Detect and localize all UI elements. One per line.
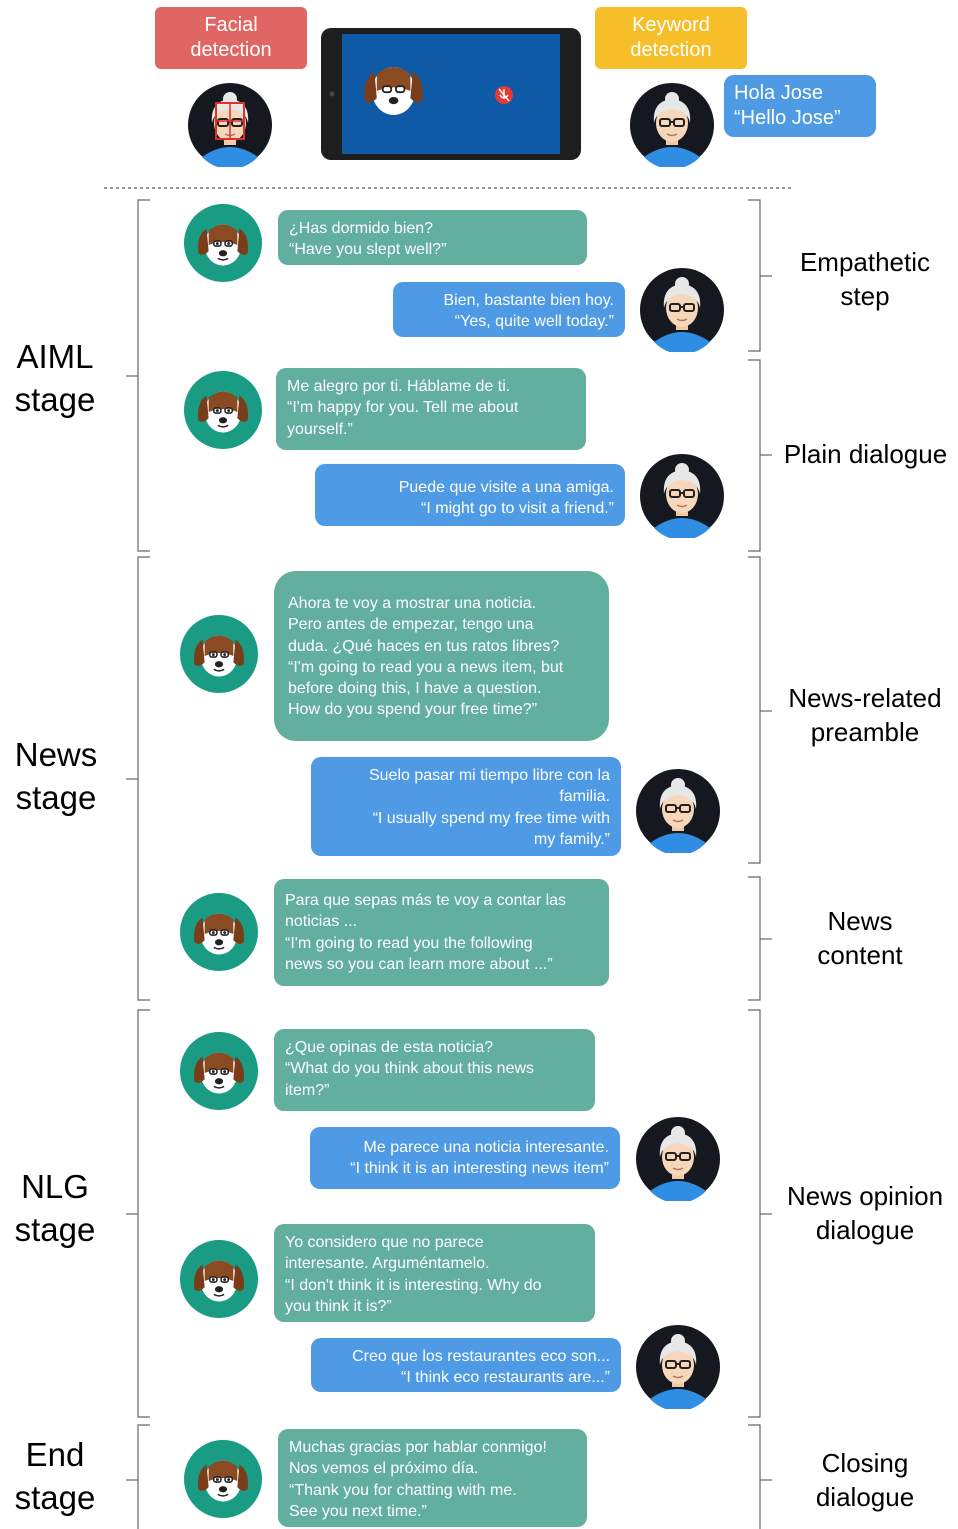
- step-label-content: News content: [817, 906, 903, 970]
- robot-message: Muchas gracias por hablar conmigo! Nos v…: [278, 1429, 587, 1527]
- user-avatar: [636, 1325, 720, 1409]
- stage-label-nlg: NLG stage: [14, 1168, 96, 1248]
- step-label-plain: Plain dialogue: [783, 439, 948, 469]
- stage-label-aiml: AIML stage: [14, 338, 96, 418]
- user-avatar: [636, 1117, 720, 1201]
- greeting-bubble: Hola Jose “Hello Jose”: [724, 75, 876, 137]
- step-label-preamble: News-related preamble: [788, 683, 942, 747]
- face-detection-avatar: [188, 83, 272, 167]
- robot-avatar: [180, 615, 258, 693]
- robot-avatar: [180, 1032, 258, 1110]
- tablet-device: [321, 28, 581, 160]
- robot-message: Yo considero que no parece interesante. …: [274, 1224, 595, 1322]
- stage-label-end: End stage: [14, 1436, 96, 1516]
- robot-avatar: [180, 1240, 258, 1318]
- robot-message: ¿Has dormido bien? “Have you slept well?…: [278, 210, 587, 265]
- robot-avatar: [180, 893, 258, 971]
- robot-message: Para que sepas más te voy a contar las n…: [274, 879, 609, 986]
- keyword-detection-tag: Keyword detection: [595, 7, 747, 69]
- user-message: Creo que los restaurantes eco son... “I …: [311, 1338, 621, 1392]
- robot-avatar: [184, 1440, 262, 1518]
- robot-message: ¿Que opinas de esta noticia? “What do yo…: [274, 1029, 595, 1111]
- step-label-opinion: News opinion dialogue: [786, 1181, 944, 1245]
- facial-detection-tag: Facial detection: [155, 7, 307, 69]
- robot-avatar: [184, 371, 262, 449]
- robot-avatar: [184, 204, 262, 282]
- user-avatar: [640, 268, 724, 352]
- robot-message: Me alegro por ti. Háblame de ti. “I'm ha…: [276, 368, 586, 450]
- user-message: Suelo pasar mi tiempo libre con la famil…: [311, 757, 621, 856]
- stage-label-news: News stage: [14, 736, 98, 816]
- step-label-empathetic: Empathetic step: [799, 247, 931, 311]
- user-avatar: [640, 454, 724, 538]
- user-message: Me parece una noticia interesante. “I th…: [310, 1127, 620, 1189]
- user-message: Bien, bastante bien hoy. “Yes, quite wel…: [393, 282, 625, 337]
- user-message: Puede que visite a una amiga. “I might g…: [315, 464, 625, 526]
- robot-message: Ahora te voy a mostrar una noticia. Pero…: [274, 571, 609, 741]
- step-label-closing: Closing dialogue: [815, 1448, 915, 1512]
- user-avatar: [636, 769, 720, 853]
